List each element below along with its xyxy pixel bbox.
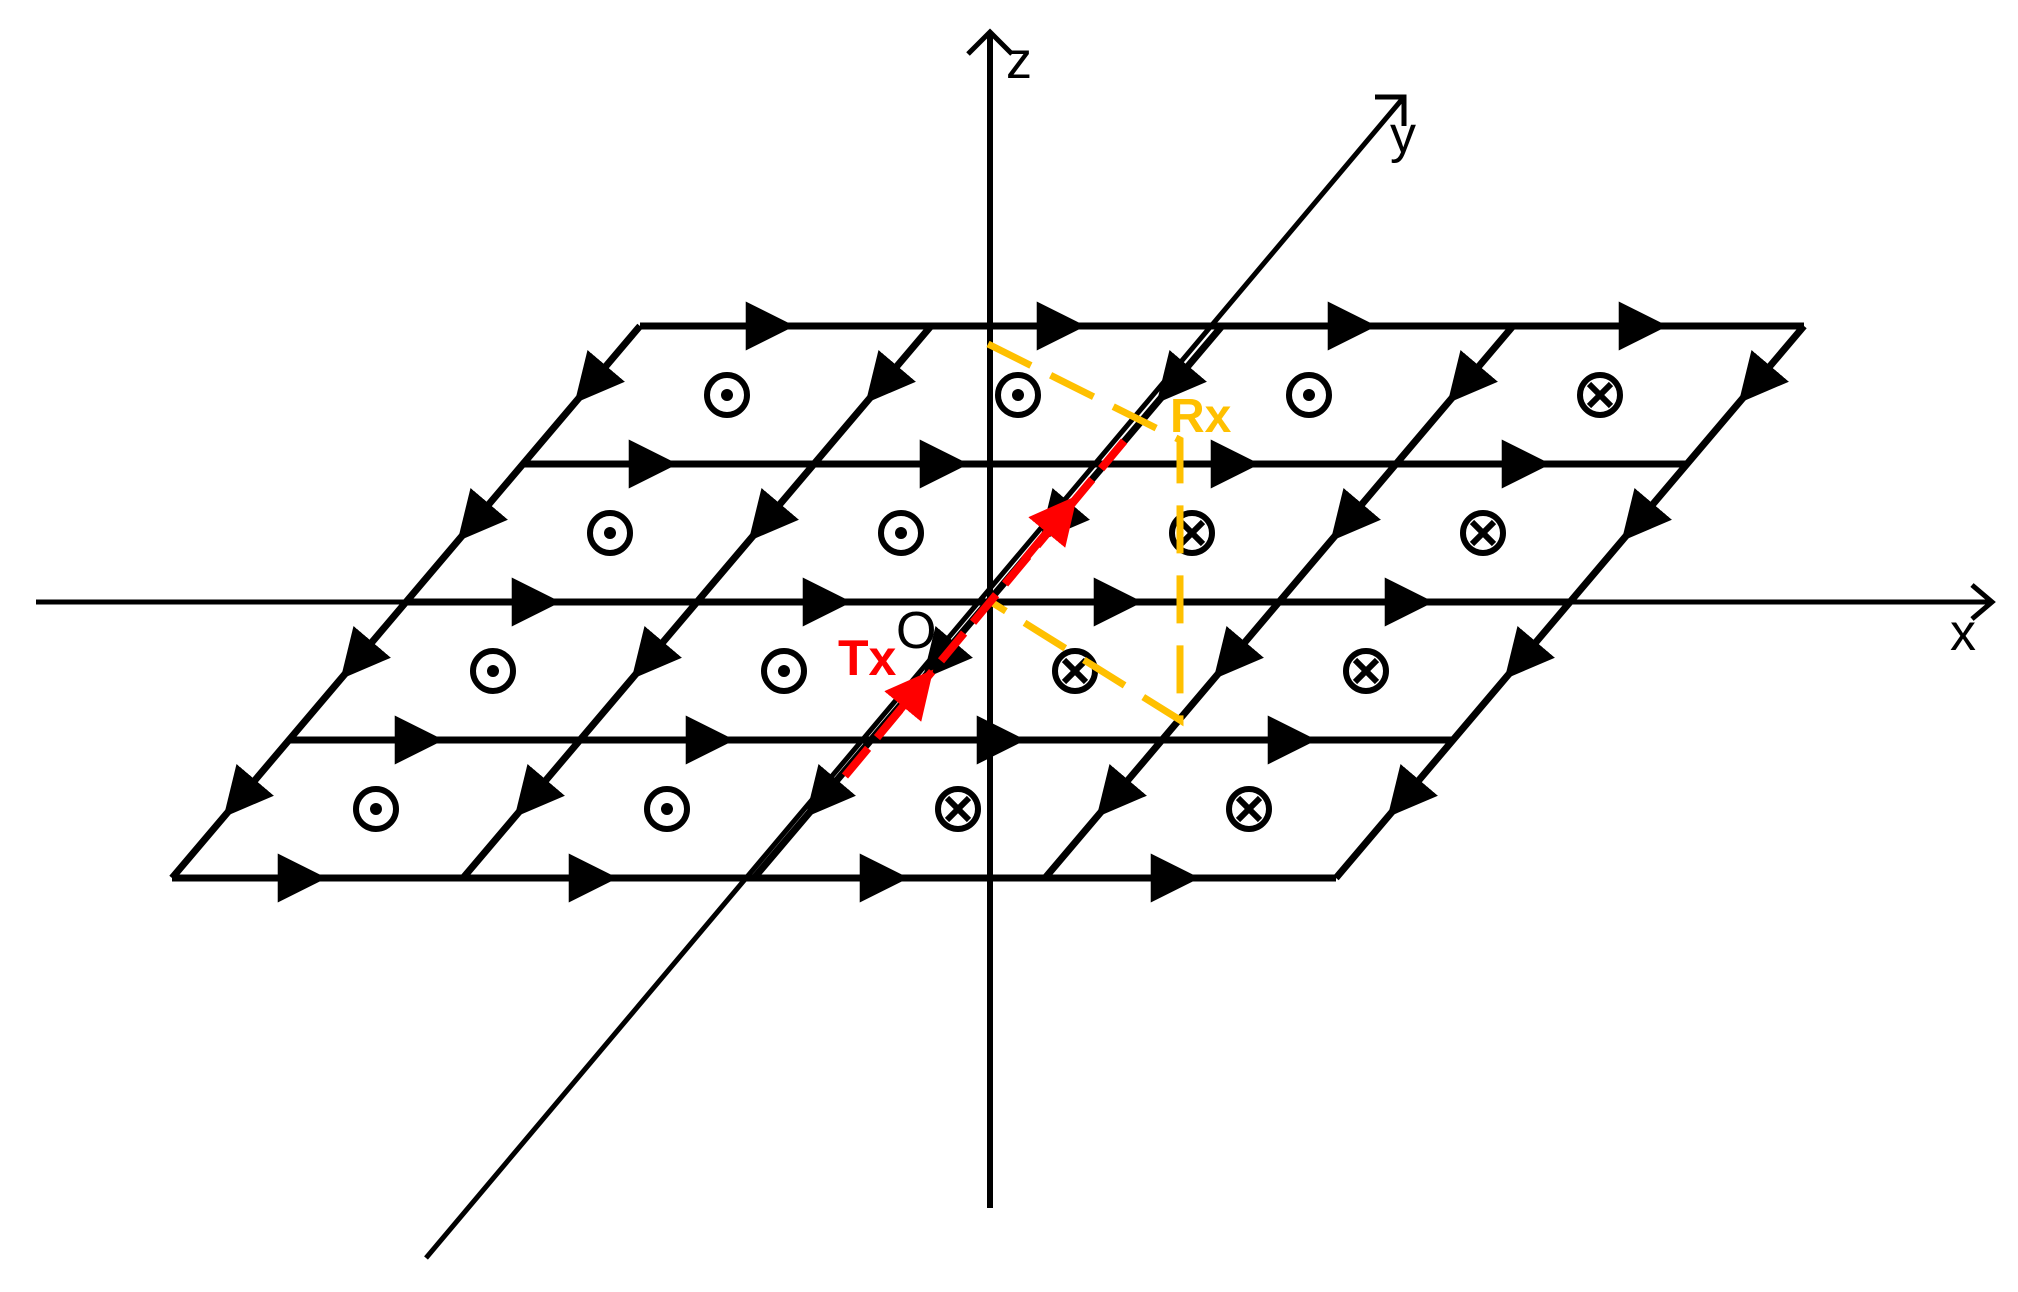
y-axis-label: y [1390, 106, 1416, 164]
coil-grid [169, 301, 1807, 903]
current-arrow-down-left [1621, 488, 1672, 542]
rx-label: Rx [1170, 390, 1232, 443]
dot-circle-icon [878, 510, 924, 556]
x-axis-arrowhead [1970, 583, 1996, 621]
current-arrow-down-left [1330, 488, 1381, 542]
tx-label: Tx [838, 630, 897, 686]
current-arrow-down-left [748, 488, 799, 542]
cross-circle-icon [935, 786, 981, 832]
dot-circle-icon [644, 786, 690, 832]
current-arrow-down-left [1387, 764, 1438, 818]
dot-circle-icon [587, 510, 633, 556]
cross-circle-icon [1577, 372, 1623, 418]
current-arrow-down-left [340, 626, 391, 680]
axes: z y x [36, 28, 1996, 1260]
current-arrow-down-left [514, 764, 565, 818]
tx-arrow-lower [876, 669, 934, 737]
tx-arrow-upper [1020, 495, 1078, 563]
transmitter-path: Tx O [838, 437, 1129, 779]
current-arrow-down-left [1156, 350, 1207, 404]
current-arrow-down-left [865, 350, 916, 404]
dot-circle-icon [353, 786, 399, 832]
current-arrow-down-left [1447, 350, 1498, 404]
current-arrow-down-left [631, 626, 682, 680]
origin-label: O [896, 602, 936, 660]
current-arrow-down-left [805, 764, 856, 818]
current-arrow-down-left [1213, 626, 1264, 680]
dot-circle-icon [995, 372, 1041, 418]
rx-dashed-path [986, 340, 1184, 727]
current-arrow-down-left [1096, 764, 1147, 818]
current-arrow-down-left [457, 488, 508, 542]
dot-circle-icon [704, 372, 750, 418]
current-arrow-down-left [1738, 350, 1789, 404]
dot-circle-icon [470, 648, 516, 694]
current-arrow-down-left [1504, 626, 1555, 680]
dot-circle-icon [1286, 372, 1332, 418]
receiver-triangle: Rx [986, 340, 1232, 727]
x-axis-label: x [1950, 604, 1976, 662]
z-axis-arrowhead [966, 28, 1014, 56]
cross-circle-icon [1460, 510, 1506, 556]
current-arrow-down-left [223, 764, 274, 818]
cross-circle-icon [1052, 648, 1098, 694]
cross-circle-icon [1226, 786, 1272, 832]
dot-circle-icon [761, 648, 807, 694]
y-axis [424, 95, 1406, 1260]
z-axis-label: z [1006, 32, 1032, 90]
y-axis-arrowhead [1375, 94, 1407, 126]
flux-symbols [353, 372, 1623, 832]
cross-circle-icon [1343, 648, 1389, 694]
current-arrow-down-left [574, 350, 625, 404]
